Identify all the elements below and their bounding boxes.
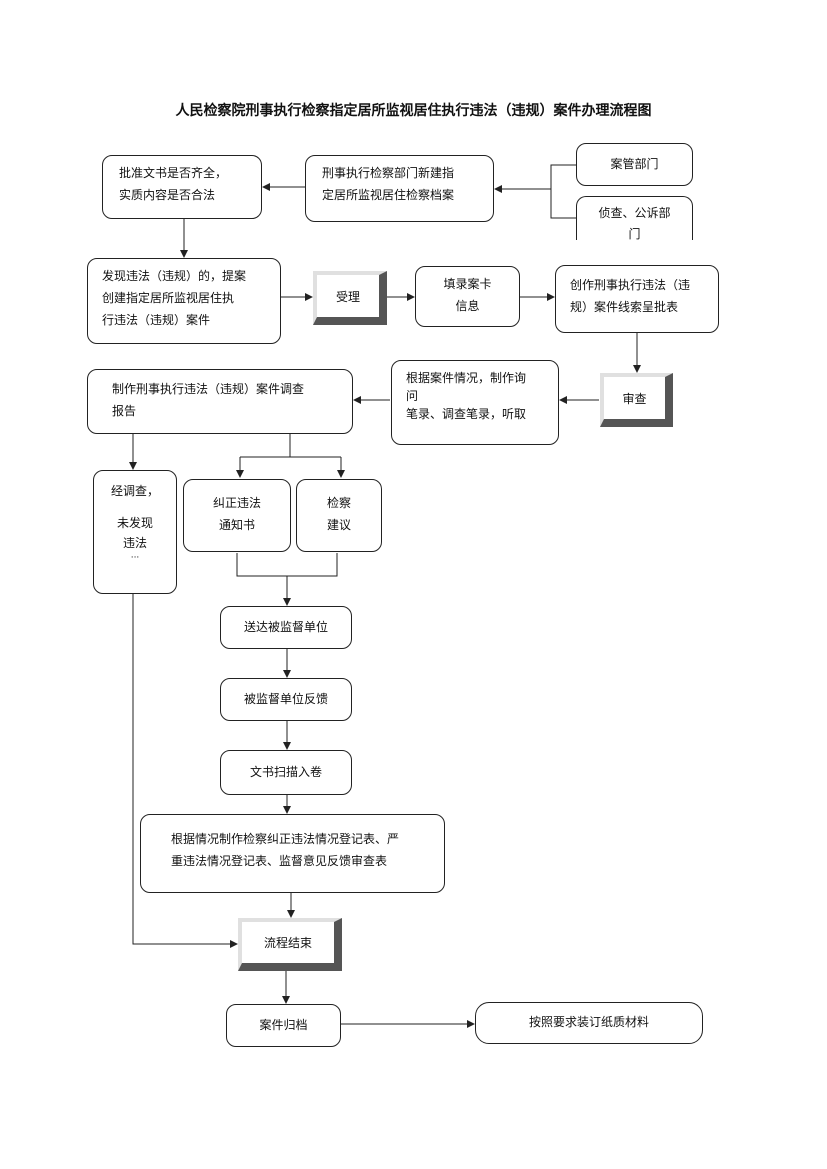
node-text: 侦查、公诉部 [598, 206, 671, 220]
node-text: 刑事执行检察部门新建指 [322, 166, 455, 180]
node-bind-paper-materials: 按照要求装订纸质材料 [475, 1002, 703, 1044]
node-text: 门 [628, 227, 641, 240]
node-text: 检察 [326, 496, 351, 510]
node-text: 问 [406, 389, 419, 403]
node-text: 批准文书是否齐全， [119, 166, 228, 180]
node-text: 制作刑事执行违法（违规）案件调查 [112, 382, 305, 396]
node-text: 创作刑事执行违法（违 [570, 278, 691, 292]
node-new-archive: 刑事执行检察部门新建指 定居所监视居住检察档案 [305, 155, 494, 222]
node-review: 审查 [600, 373, 673, 427]
node-text: 发现违法（违规）的，提案 [102, 269, 247, 283]
node-text: 报告 [112, 404, 137, 418]
node-text: 通知书 [218, 518, 255, 532]
node-text: 未发现 [116, 516, 153, 530]
node-create-clue-form: 创作刑事执行违法（违 规）案件线索呈批表 [555, 265, 719, 333]
node-text: 经调查， [110, 484, 159, 498]
node-case-archive: 案件归档 [226, 1004, 341, 1047]
node-text: 创建指定居所监视居住执 [102, 291, 235, 305]
node-text: 根据案件情况，制作询 [406, 371, 527, 385]
node-text: 受理 [335, 289, 360, 304]
page-title: 人民检察院刑事执行检察指定居所监视居住执行违法（违规）案件办理流程图 [175, 103, 652, 119]
node-accept: 受理 [313, 271, 387, 325]
node-text: 重违法情况登记表、监督意见反馈审查表 [171, 854, 388, 868]
node-investigation-prosecution: 侦查、公诉部 门 [576, 196, 693, 240]
node-correction-notice: 纠正违法 通知书 [183, 479, 291, 552]
node-investigation-report: 制作刑事执行违法（违规）案件调查 报告 [87, 369, 353, 434]
node-text: 规）案件线索呈批表 [570, 300, 679, 314]
node-text: 文书扫描入卷 [249, 765, 322, 779]
node-text: ··· [130, 553, 140, 563]
node-text: 违法 [122, 536, 147, 550]
node-text: 审查 [622, 391, 647, 406]
split-line [240, 434, 341, 458]
node-text: 纠正违法 [212, 496, 261, 510]
node-text: 定居所监视居住检察档案 [322, 188, 455, 202]
node-text: 案件归档 [259, 1018, 308, 1032]
node-scan-documents: 文书扫描入卷 [220, 750, 352, 795]
node-text: 被监督单位反馈 [243, 692, 328, 706]
node-deliver-to-supervised-unit: 送达被监督单位 [220, 606, 352, 649]
node-text: 送达被监督单位 [243, 620, 328, 634]
node-text: 按照要求装订纸质材料 [528, 1015, 649, 1029]
node-text: 案管部门 [610, 157, 659, 171]
node-supervised-unit-feedback: 被监督单位反馈 [220, 678, 352, 721]
node-process-end: 流程结束 [238, 918, 342, 971]
node-fill-case-card: 填录案卡 信息 [415, 266, 520, 327]
node-text: 建议 [326, 518, 351, 532]
node-approve-docs: 批准文书是否齐全， 实质内容是否合法 [102, 155, 262, 219]
node-text [98, 501, 172, 513]
arrow-noviolation-to-end [132, 594, 238, 948]
node-no-violation-found: 经调查， 未发现 违法 ··· [93, 470, 177, 594]
node-procuratorial-advice: 检察 建议 [296, 479, 382, 552]
node-text: 信息 [455, 299, 480, 313]
node-make-registers: 根据情况制作检察纠正违法情况登记表、严 重违法情况登记表、监督意见反馈审查表 [140, 814, 445, 893]
node-text: 流程结束 [263, 936, 312, 950]
node-text: 填录案卡 [443, 277, 492, 291]
node-text: 笔录、调查笔录，听取 [406, 407, 527, 421]
node-inquiry-records: 根据案件情况，制作询 问 笔录、调查笔录，听取 [391, 360, 559, 445]
node-text: 根据情况制作检察纠正违法情况登记表、严 [171, 832, 400, 846]
node-text: 行违法（违规）案件 [102, 313, 211, 327]
node-case-management: 案管部门 [576, 143, 693, 186]
node-found-violation: 发现违法（违规）的，提案 创建指定居所监视居住执 行违法（违规）案件 [87, 258, 281, 344]
bracket-line [550, 164, 576, 219]
node-text: 实质内容是否合法 [119, 188, 216, 202]
merge-line [236, 553, 338, 577]
